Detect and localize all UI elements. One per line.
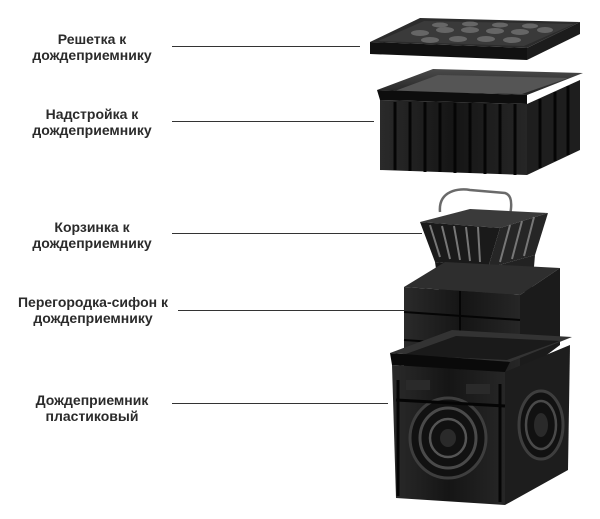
label-inlet-line2: пластиковый [45, 408, 139, 424]
label-extension-line2: дождеприемнику [32, 122, 152, 138]
label-grate-line1: Решетка к [57, 31, 127, 47]
label-extension: Надстройка к дождеприемнику [22, 106, 162, 138]
label-extension-line1: Надстройка к [45, 106, 139, 122]
label-siphon: Перегородка-сифон к дождеприемнику [8, 294, 178, 326]
leader-basket [172, 233, 422, 234]
label-inlet: Дождеприемник пластиковый [22, 392, 162, 424]
extension-part [377, 69, 583, 175]
leader-siphon [178, 310, 404, 311]
leader-grate [172, 46, 360, 47]
label-inlet-line1: Дождеприемник [35, 392, 149, 408]
label-basket: Корзинка к дождеприемнику [22, 219, 162, 251]
label-grate-line2: дождеприемнику [32, 47, 152, 63]
inlet-body-part [390, 330, 572, 505]
label-siphon-line1: Перегородка-сифон к [17, 294, 168, 310]
leader-extension [172, 121, 374, 122]
label-siphon-line2: дождеприемнику [33, 310, 153, 326]
label-grate: Решетка к дождеприемнику [22, 31, 162, 63]
label-basket-line2: дождеприемнику [32, 235, 152, 251]
leader-inlet [172, 403, 388, 404]
grate-part [370, 18, 580, 60]
label-basket-line1: Корзинка к [54, 219, 130, 235]
